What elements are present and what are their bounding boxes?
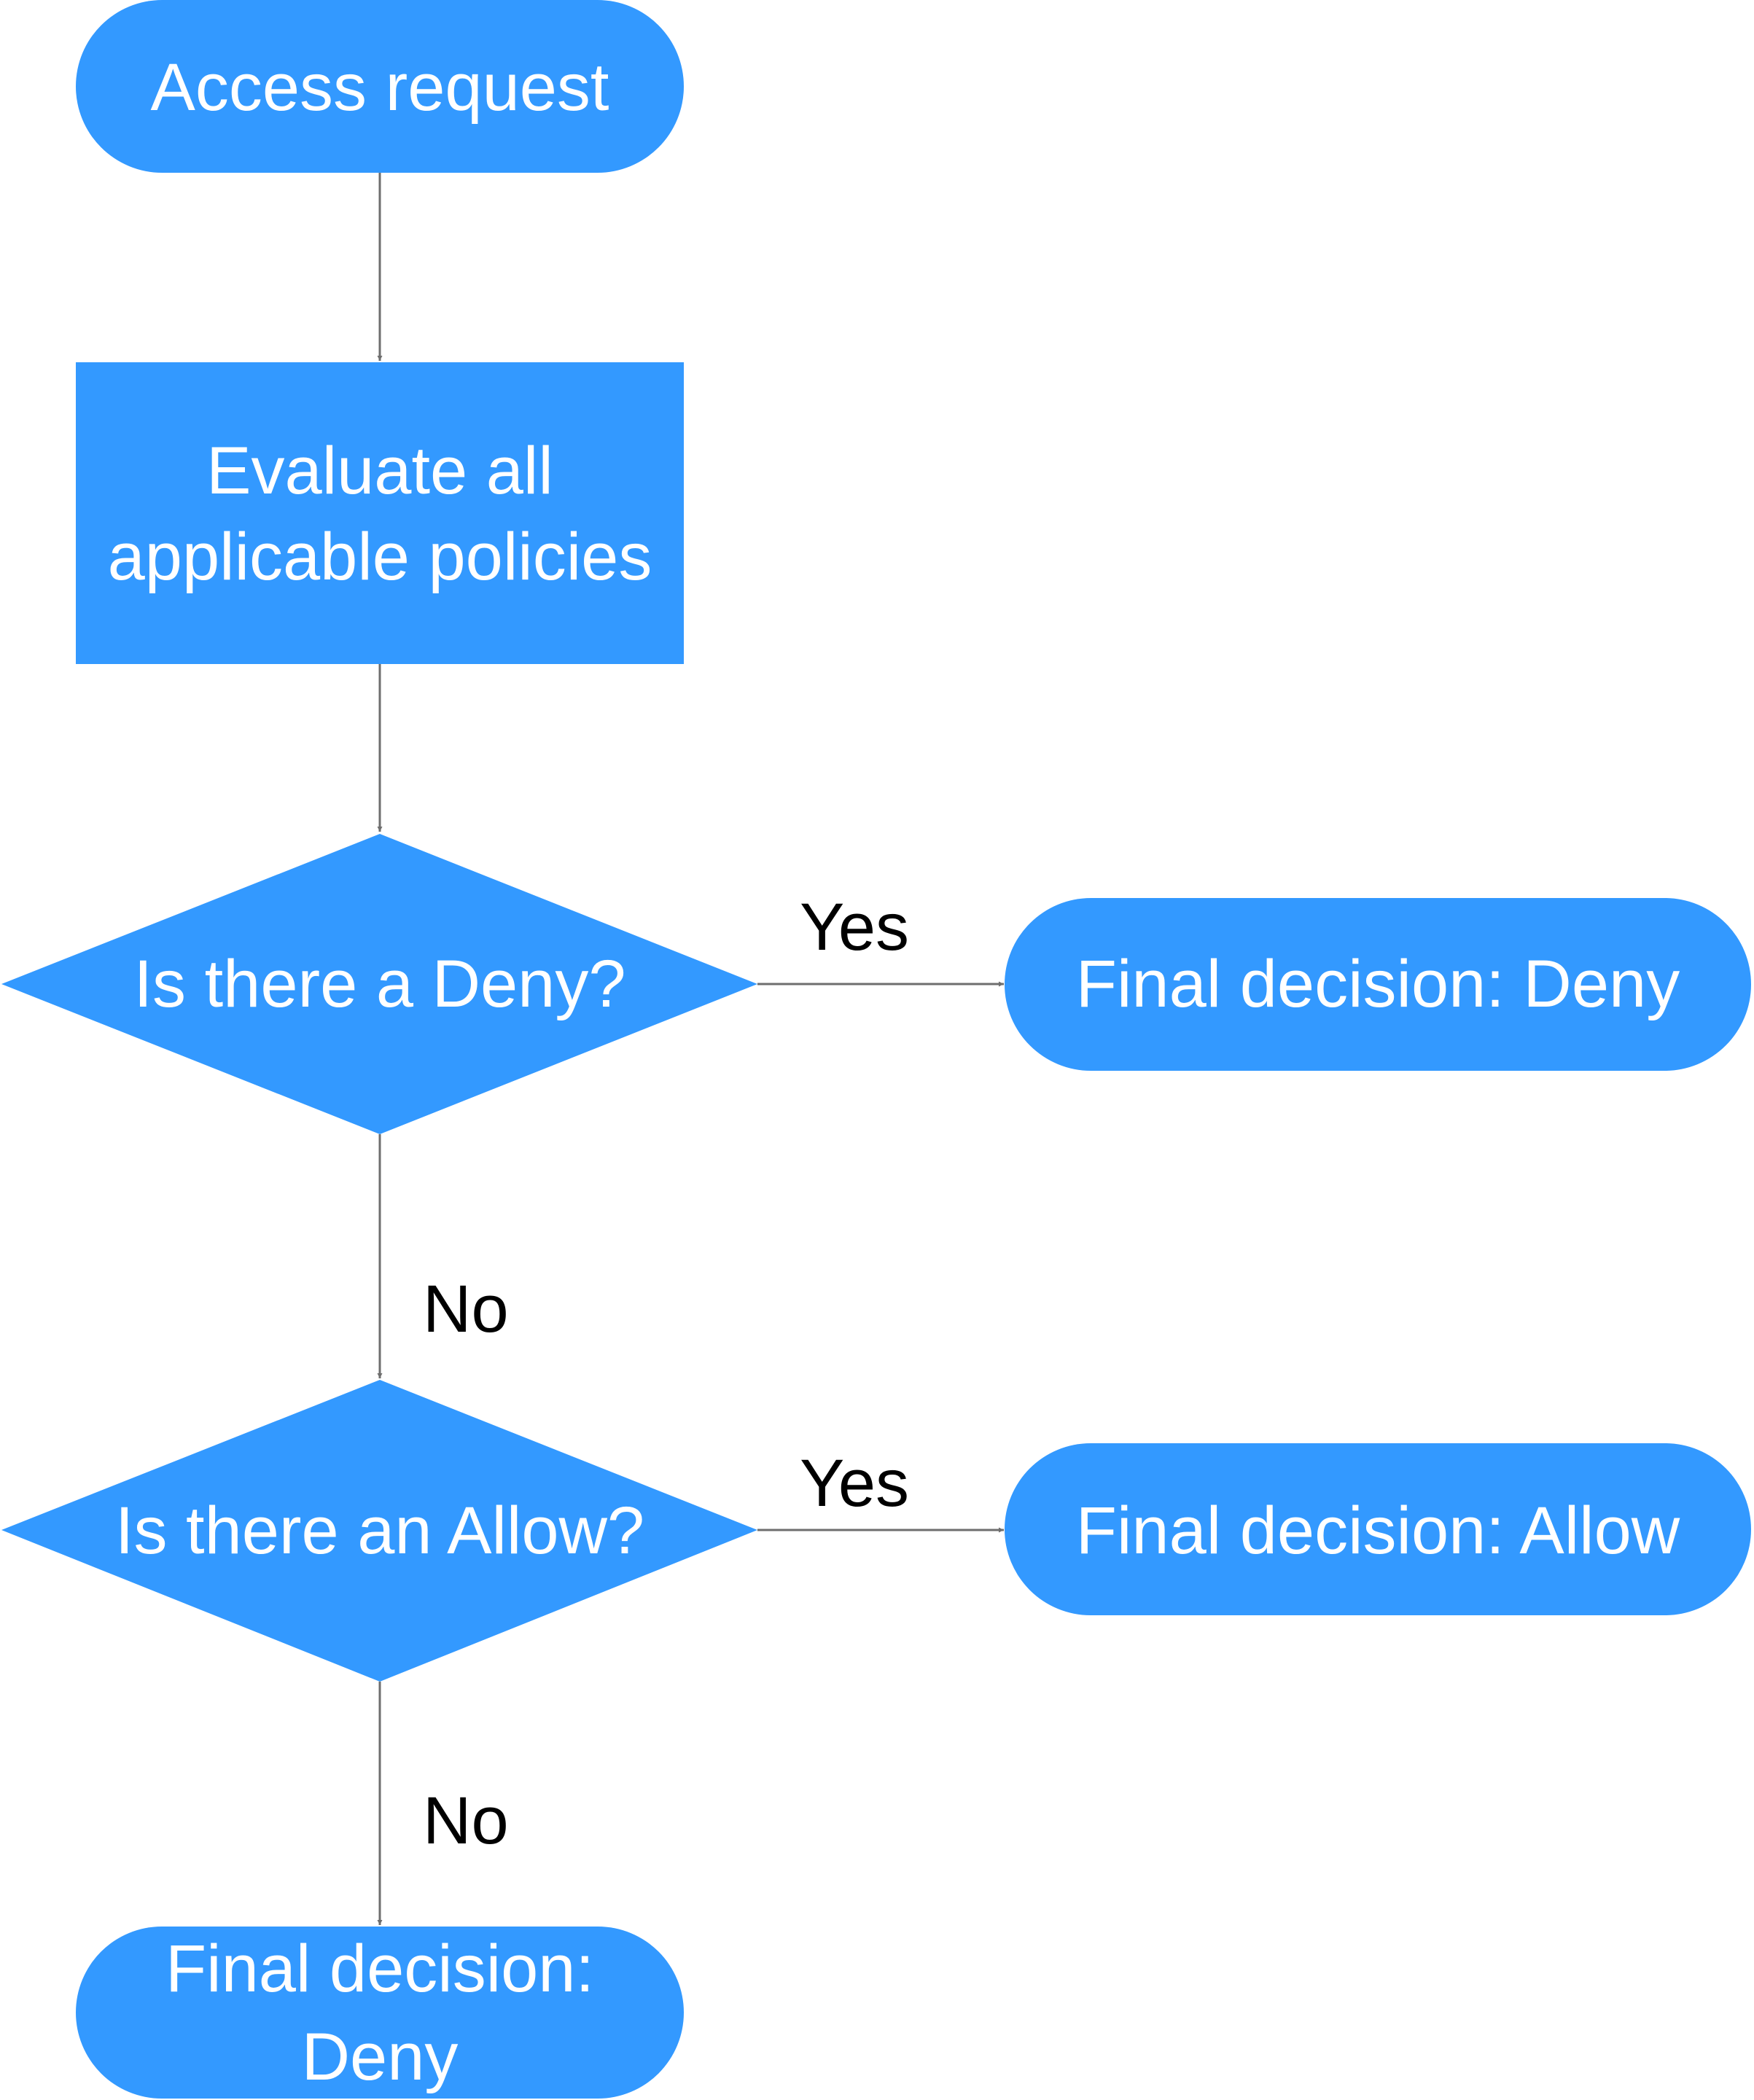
node-final-deny-default: Final decision: Deny bbox=[76, 1927, 684, 2099]
edge-deny-check-no: No bbox=[377, 1134, 509, 1378]
node-deny-check: Is there a Deny? bbox=[1, 834, 757, 1134]
node-evaluate-policies-line-2: applicable policies bbox=[108, 520, 652, 594]
edge-label-deny-no: No bbox=[423, 1272, 509, 1346]
edge-label-deny-yes: Yes bbox=[800, 890, 909, 964]
edge-label-allow-yes: Yes bbox=[800, 1446, 909, 1521]
edge-deny-check-yes: Yes bbox=[757, 890, 1004, 987]
node-final-allow: Final decision: Allow bbox=[1005, 1443, 1751, 1615]
node-evaluate-policies: Evaluate all applicable policies bbox=[76, 362, 684, 664]
node-evaluate-policies-line-1: Evaluate all bbox=[206, 434, 553, 508]
node-deny-check-label: Is there a Deny? bbox=[133, 947, 625, 1021]
node-final-allow-label: Final decision: Allow bbox=[1076, 1494, 1680, 1568]
node-final-deny-default-line-2: Deny bbox=[302, 2020, 459, 2094]
node-final-deny-default-line-1: Final decision: bbox=[165, 1932, 594, 2006]
edge-allow-check-yes: Yes bbox=[757, 1446, 1004, 1533]
node-allow-check-label: Is there an Allow? bbox=[115, 1494, 644, 1568]
node-allow-check: Is there an Allow? bbox=[1, 1380, 757, 1682]
node-final-deny-explicit: Final decision: Deny bbox=[1005, 898, 1751, 1071]
node-final-deny-explicit-label: Final decision: Deny bbox=[1076, 947, 1680, 1021]
edge-label-allow-no: No bbox=[423, 1784, 509, 1858]
node-access-request-label: Access request bbox=[151, 50, 609, 125]
edge-allow-check-no: No bbox=[377, 1682, 509, 1925]
node-access-request: Access request bbox=[76, 0, 684, 173]
